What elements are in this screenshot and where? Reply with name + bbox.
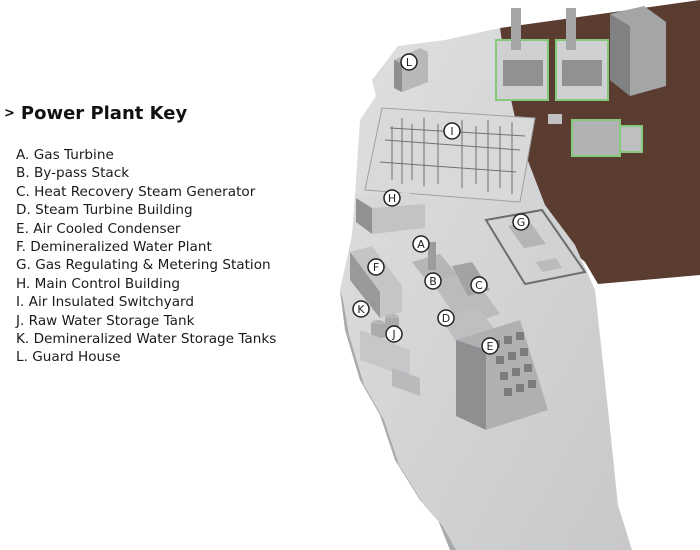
key-item-letter: G.: [16, 257, 31, 274]
marker-B: B: [424, 272, 442, 290]
svg-text:A: A: [417, 238, 425, 251]
key-item-label: Steam Turbine Building: [35, 202, 193, 219]
power-plant-key: > Power Plant Key A. Gas Turbine B. By-pa…: [0, 0, 330, 550]
marker-A: A: [412, 235, 430, 253]
key-item-letter: F.: [16, 238, 26, 255]
key-item-letter: K.: [16, 330, 30, 347]
key-item: I. Air Insulated Switchyard: [16, 293, 276, 311]
key-item-label: Main Control Building: [34, 275, 181, 292]
marker-H: H: [383, 189, 401, 207]
key-item-label: Air Insulated Switchyard: [28, 294, 195, 311]
svg-text:J: J: [391, 328, 395, 341]
key-item-label: Demineralized Water Storage Tanks: [33, 330, 277, 347]
key-item: G. Gas Regulating & Metering Station: [16, 256, 276, 274]
svg-text:D: D: [442, 312, 450, 325]
key-item-letter: J.: [16, 312, 25, 329]
demin-water-plant: [350, 246, 402, 318]
marker-D: D: [437, 309, 455, 327]
key-item: F. Demineralized Water Plant: [16, 238, 276, 256]
key-item-label: Gas Regulating & Metering Station: [35, 257, 271, 274]
chevron-right-icon: >: [4, 106, 15, 121]
key-item-label: Demineralized Water Plant: [30, 238, 212, 255]
marker-L: L: [400, 53, 418, 71]
key-item-label: Air Cooled Condenser: [33, 220, 181, 237]
marker-C: C: [470, 276, 488, 294]
key-item: C. Heat Recovery Steam Generator: [16, 183, 276, 201]
key-item-letter: E.: [16, 220, 29, 237]
key-item: K. Demineralized Water Storage Tanks: [16, 330, 276, 348]
svg-text:I: I: [450, 125, 453, 138]
key-item-letter: I.: [16, 294, 25, 311]
key-title-text: Power Plant Key: [20, 103, 188, 124]
key-item-label: Guard House: [32, 349, 121, 366]
svg-text:B: B: [429, 275, 437, 288]
key-item: H. Main Control Building: [16, 275, 276, 293]
key-item: B. By-pass Stack: [16, 164, 276, 182]
key-item: A. Gas Turbine: [16, 146, 276, 164]
key-item: D. Steam Turbine Building: [16, 201, 276, 219]
key-item-label: Gas Turbine: [33, 147, 114, 163]
key-title: > Power Plant Key: [4, 103, 187, 124]
svg-text:K: K: [357, 303, 365, 316]
key-item-letter: C.: [16, 183, 30, 200]
svg-text:C: C: [475, 279, 483, 292]
marker-E: E: [481, 337, 499, 355]
marker-J: J: [385, 325, 403, 343]
key-item-letter: B.: [16, 165, 30, 182]
adjacent-gas-turbines: [495, 6, 666, 157]
key-item-label: By-pass Stack: [33, 165, 130, 182]
key-item: E. Air Cooled Condenser: [16, 220, 276, 238]
key-item-letter: H.: [16, 275, 31, 292]
svg-text:F: F: [373, 261, 379, 274]
key-item-label: Raw Water Storage Tank: [28, 312, 195, 329]
key-list: A. Gas Turbine B. By-pass Stack C. Heat …: [16, 146, 276, 367]
svg-text:H: H: [388, 192, 396, 205]
key-item: J. Raw Water Storage Tank: [16, 312, 276, 330]
key-item: L. Guard House: [16, 348, 276, 366]
marker-K: K: [352, 300, 370, 318]
svg-text:E: E: [487, 340, 494, 353]
marker-G: G: [512, 213, 530, 231]
marker-I: I: [443, 122, 461, 140]
svg-text:G: G: [517, 216, 526, 229]
key-item-letter: A.: [16, 147, 30, 163]
marker-F: F: [367, 258, 385, 276]
key-item-letter: D.: [16, 202, 31, 219]
air-insulated-switchyard: [364, 107, 536, 203]
svg-text:L: L: [406, 56, 413, 69]
key-item-letter: L.: [16, 349, 28, 366]
key-item-label: Heat Recovery Steam Generator: [34, 183, 256, 200]
